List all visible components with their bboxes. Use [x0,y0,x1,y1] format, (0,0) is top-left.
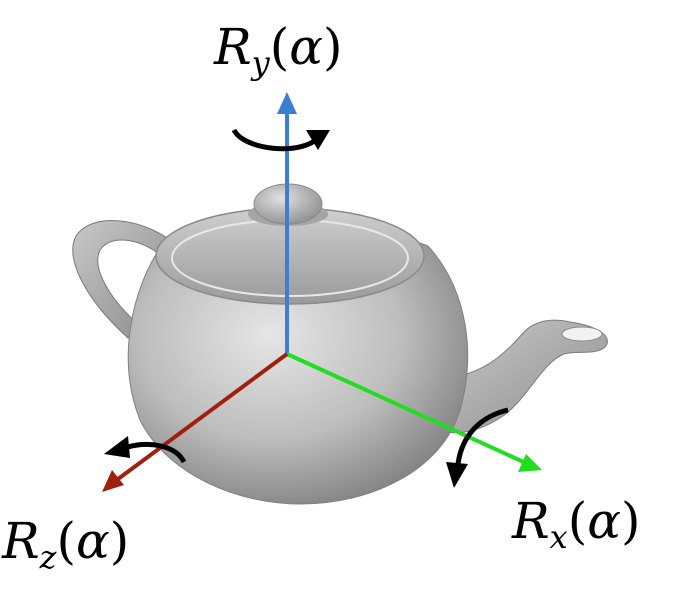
label-y-open: ( [269,18,290,76]
teapot-handle [72,220,171,339]
label-y-sub: y [251,44,270,82]
rotation-arrow-icon [231,128,320,152]
label-x-main: R [512,492,550,550]
label-x-close: ) [620,492,641,550]
x-axis [286,352,529,466]
rotation-arrow-icon [123,442,187,464]
label-z-open: ( [56,512,77,570]
label-y-arg: α [289,18,324,76]
rotation-arrows [104,128,509,488]
x-axis-arrowhead [518,454,542,472]
label-x-sub: x [549,518,568,556]
z-axis [112,352,289,484]
label-x-arg: α [587,492,621,550]
rotation-arrow-icon [455,407,509,465]
label-z-arg: α [76,512,110,570]
label-y-main: R [214,18,252,76]
label-rotation-z: Rz(α) [2,516,129,573]
label-z-main: R [2,512,40,570]
y-axis-arrowhead [277,92,297,114]
rotation-x-arrowhead [446,462,468,488]
rotation-z-arrowhead [104,436,130,458]
label-z-close: ) [109,512,130,570]
label-x-open: ( [567,492,588,550]
label-z-sub: z [39,538,57,576]
label-rotation-x: Rx(α) [512,496,641,553]
label-rotation-y: Ry(α) [214,22,343,79]
teapot-spout-opening [561,326,603,342]
z-axis-arrowhead [102,470,124,492]
rotation-y-arrowhead [306,130,330,150]
teapot-spout [439,319,608,434]
label-y-close: ) [323,18,343,76]
axes [102,92,542,492]
